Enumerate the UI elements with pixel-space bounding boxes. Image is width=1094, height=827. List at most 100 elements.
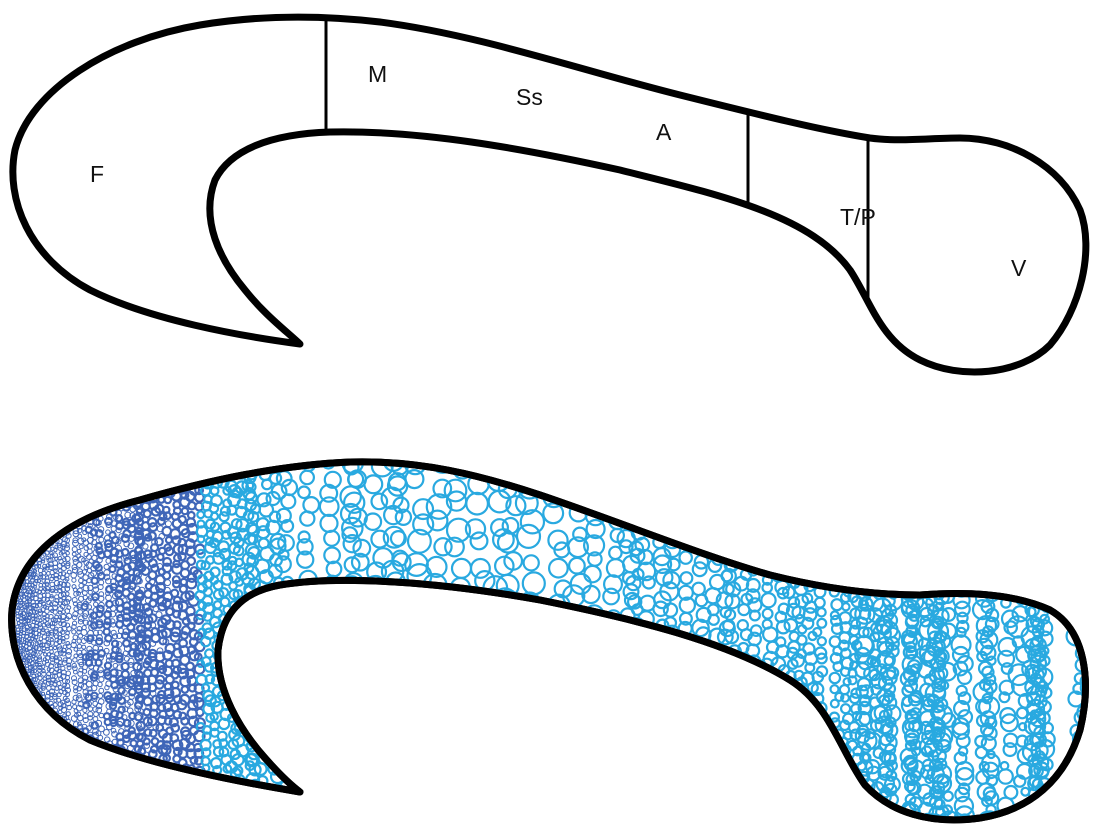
bubble-circle: [86, 498, 92, 504]
bubble-circle: [521, 688, 540, 707]
bubble-circle: [19, 564, 22, 567]
bubble-circle: [39, 484, 43, 488]
bubble-circle: [17, 464, 20, 467]
bubble-circle: [45, 818, 49, 822]
bubble-circle: [16, 533, 19, 536]
bubble-circle: [305, 635, 317, 647]
bubble-circle: [72, 496, 76, 500]
bubble-circle: [931, 478, 946, 493]
bubble-circle: [42, 508, 46, 512]
bubble-circle: [202, 467, 211, 476]
bubble-circle: [724, 708, 739, 723]
bubble-circle: [677, 786, 694, 803]
bubble-circle: [236, 615, 247, 626]
bubble-circle: [676, 461, 689, 474]
bubble-circle: [81, 771, 86, 776]
bubble-circle: [35, 471, 38, 474]
bubble-circle: [47, 768, 51, 772]
bubble-circle: [47, 771, 52, 776]
bubble-circle: [589, 754, 603, 768]
bubble-circle: [53, 496, 57, 500]
bubble-circle: [768, 689, 777, 698]
bubble-circle: [797, 469, 808, 480]
bubble-circle: [76, 793, 81, 798]
bubble-circle: [22, 523, 25, 526]
bubble-circle: [520, 724, 542, 746]
bubble-circle: [22, 747, 26, 751]
bubble-circle: [859, 490, 870, 501]
bubble-circle: [111, 485, 117, 491]
bubble-circle: [387, 731, 404, 748]
bubble-circle: [50, 795, 55, 800]
bubble-circle: [631, 474, 646, 489]
bubble-circle: [522, 662, 540, 680]
bubble-circle: [51, 780, 55, 784]
bubble-circle: [53, 769, 58, 774]
bubble-circle: [785, 768, 795, 778]
bubble-circle: [693, 475, 704, 486]
bubble-circle: [136, 761, 142, 767]
bubble-circle: [29, 735, 33, 739]
bubble-circle: [22, 769, 25, 772]
bubble-circle: [16, 687, 19, 690]
bubble-circle: [24, 528, 28, 532]
bubble-circle: [980, 496, 995, 511]
bubble-circle: [779, 733, 789, 743]
bubble-circle: [196, 792, 206, 802]
bubble-circle: [1017, 485, 1031, 499]
bubble-circle: [762, 760, 775, 773]
bubble-circle: [28, 779, 32, 783]
bubble-circle: [145, 789, 153, 797]
bubble-circle: [249, 810, 258, 819]
bubble-circle: [41, 806, 45, 810]
bubble-circle: [803, 803, 815, 815]
bubble-circle: [613, 461, 626, 474]
bubble-circle: [271, 637, 283, 649]
bubble-circle: [584, 695, 601, 712]
bubble-circle: [96, 484, 101, 489]
bubble-circle: [905, 551, 916, 562]
bubble-circle: [55, 814, 59, 818]
bubble-circle: [654, 482, 672, 500]
bubble-circle: [65, 752, 69, 756]
bubble-circle: [142, 778, 149, 785]
bubble-circle: [67, 494, 71, 498]
bubble-circle: [210, 809, 219, 818]
bubble-circle: [920, 536, 932, 548]
bubble-circle: [32, 710, 36, 714]
bubble-circle: [816, 724, 828, 736]
bubble-circle: [198, 810, 206, 818]
bubble-circle: [247, 653, 258, 664]
bubble-circle: [67, 804, 71, 808]
bubble-circle: [319, 651, 331, 663]
bubble-circle: [1039, 795, 1056, 812]
bubble-circle: [16, 673, 19, 676]
bubble-circle: [684, 706, 696, 718]
bubble-circle: [929, 532, 940, 543]
bubble-circle: [43, 472, 46, 475]
bubble-circle: [187, 469, 196, 478]
bubble-circle: [38, 467, 41, 470]
bubble-circle: [709, 651, 722, 664]
bubble-circle: [35, 526, 38, 529]
bubble-circle: [57, 761, 62, 766]
bubble-circle: [81, 506, 87, 512]
bubble-circle: [143, 470, 149, 476]
bubble-circle: [29, 510, 33, 514]
bubble-circle: [122, 479, 129, 486]
bubble-circle: [272, 728, 284, 740]
bubble-circle: [51, 804, 55, 808]
bubble-circle: [344, 751, 358, 765]
bubble-circle: [22, 479, 25, 482]
bubble-circle: [33, 740, 37, 744]
bubble-circle: [127, 795, 135, 803]
bubble-circle: [674, 718, 691, 735]
bubble-circle: [807, 741, 816, 750]
bubble-circle: [725, 536, 735, 546]
bubble-circle: [654, 803, 671, 820]
bubble-circle: [1085, 524, 1094, 535]
bubble-circle: [255, 605, 268, 618]
bubble-circle: [26, 525, 30, 529]
bubble-circle: [250, 639, 261, 650]
bubble-circle: [158, 817, 164, 823]
